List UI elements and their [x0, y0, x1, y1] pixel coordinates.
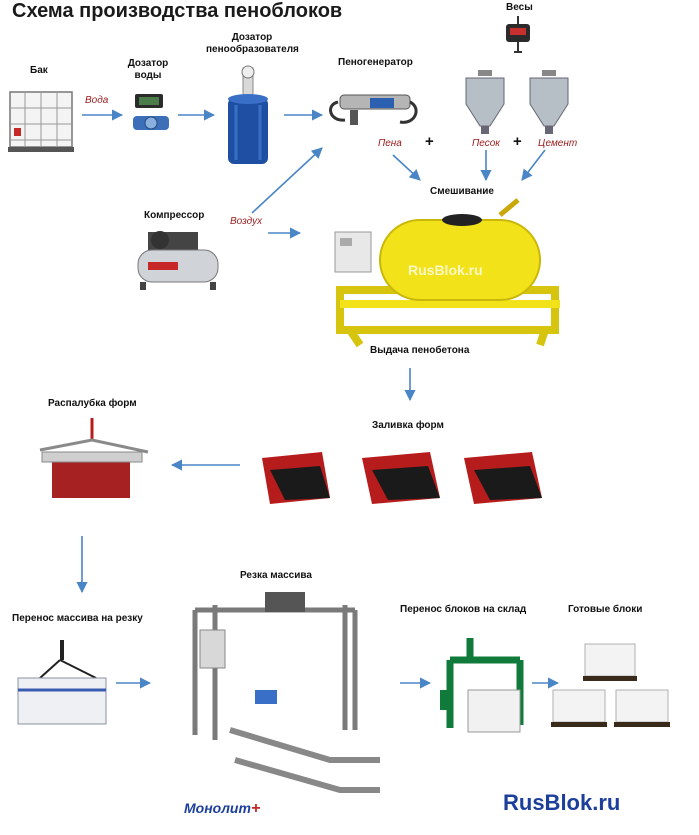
- arrow-cement-to-mixing: [521, 149, 546, 181]
- form-removal-label: Распалубка форм: [48, 398, 137, 409]
- compressor-image: [137, 231, 219, 290]
- water-doser-label: Дозатор воды: [127, 58, 169, 81]
- plus-sign-1: +: [425, 133, 434, 150]
- form-filling-label: Заливка форм: [372, 420, 444, 431]
- mixer-image: [334, 198, 560, 348]
- form-removal-image: [39, 418, 149, 498]
- site-link[interactable]: RusBlok.ru: [503, 790, 621, 815]
- compressor-label: Компрессор: [144, 210, 205, 221]
- foam-generator-label: Пеногенератор: [338, 57, 413, 68]
- finished-blocks-label: Готовые блоки: [568, 604, 643, 615]
- concrete-output-label: Выдача пенобетона: [370, 345, 470, 356]
- water-flow-label: Вода: [85, 95, 109, 106]
- finished-pallet-3-image: [614, 689, 670, 727]
- finished-pallet-2-image: [551, 689, 607, 727]
- warehouse-transfer-image: [440, 638, 524, 733]
- form-2-image: [362, 452, 440, 504]
- cutting-label: Резка массива: [240, 570, 312, 581]
- mixing-label: Смешивание: [430, 186, 494, 197]
- scales-image: [506, 16, 530, 53]
- cement-hopper-image: [529, 70, 569, 134]
- sand-hopper-image: [465, 70, 505, 134]
- flow-arrows: [76, 109, 560, 689]
- transfer-to-cutting-label: Перенос массива на резку: [12, 613, 143, 624]
- tank-label: Бак: [30, 65, 48, 76]
- scales-label: Весы: [506, 2, 533, 13]
- monolit-logo: Монолит+: [184, 800, 260, 818]
- transfer-to-warehouse-label: Перенос блоков на склад: [400, 604, 527, 615]
- foam-flow-label: Пена: [378, 138, 402, 149]
- cutting-machine-image: [192, 592, 380, 793]
- finished-pallet-1-image: [583, 643, 637, 681]
- arrow-foam-to-mixing: [392, 154, 421, 181]
- form-1-image: [262, 452, 330, 504]
- air-flow-label: Воздух: [230, 216, 263, 227]
- foam-generator-image: [329, 94, 418, 125]
- plus-sign-2: +: [513, 133, 522, 150]
- massive-transfer-image: [17, 640, 107, 725]
- cement-flow-label: Цемент: [538, 138, 578, 149]
- tank-image: [8, 91, 74, 152]
- foam-agent-doser-label: Дозатор пенообразователя: [206, 32, 299, 55]
- logo-plus-icon: +: [250, 800, 261, 817]
- form-3-image: [464, 452, 542, 504]
- foam-agent-doser-image: [228, 65, 268, 164]
- sand-flow-label: Песок: [472, 138, 500, 149]
- water-doser-image: [133, 94, 169, 130]
- mixer-watermark: RusBlok.ru: [408, 262, 483, 278]
- arrow-compressor-to-doser: [251, 147, 323, 214]
- monolit-logo-text: Монолит: [184, 800, 251, 816]
- page-title: Схема производства пеноблоков: [12, 0, 343, 22]
